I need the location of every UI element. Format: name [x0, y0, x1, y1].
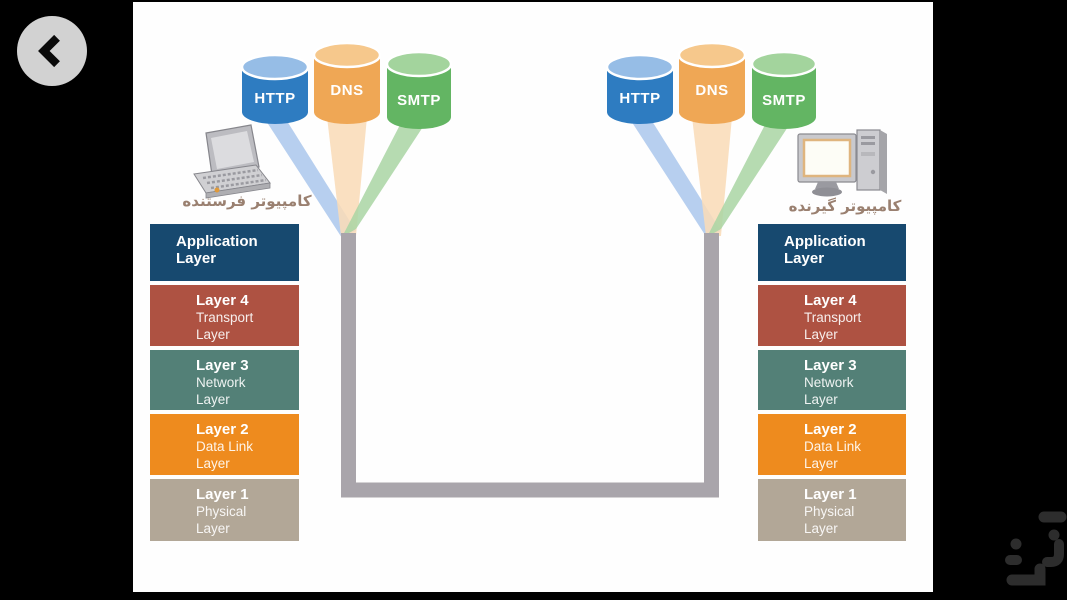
back-button[interactable]	[17, 16, 87, 86]
layer-title: Layer 4	[804, 292, 857, 309]
sender-caption: کامپیوتر فرستنده	[182, 192, 312, 210]
layer-subtitle: Physical Layer	[804, 504, 855, 536]
layer-4-transport: Layer 4 Transport Layer	[758, 285, 906, 346]
app-logo-icon	[1005, 511, 1067, 586]
layer-subtitle: Data Link Layer	[804, 439, 862, 471]
osi-stack-receiver: Application Layer Layer 4 Transport Laye…	[758, 224, 906, 545]
layer-subtitle: Transport Layer	[196, 310, 254, 342]
osi-stack-sender: Application Layer Layer 4 Transport Laye…	[150, 224, 299, 545]
layer-4-transport: Layer 4 Transport Layer	[150, 285, 299, 346]
layer-title: Layer 3	[804, 357, 857, 374]
layer-2-datalink: Layer 2 Data Link Layer	[150, 414, 299, 475]
layer-2-datalink: Layer 2 Data Link Layer	[758, 414, 906, 475]
layer-title: Layer 2	[196, 421, 249, 438]
layer-3-network: Layer 3 Network Layer	[150, 350, 299, 410]
layer-subtitle: Network Layer	[804, 375, 854, 407]
layer-application: Application Layer	[758, 224, 906, 281]
layer-title: Layer 1	[196, 486, 249, 503]
layer-title: Layer 3	[196, 357, 249, 374]
layer-title: Layer 1	[804, 486, 857, 503]
layer-title: Layer 2	[804, 421, 857, 438]
layer-title: Application Layer	[176, 233, 258, 268]
layer-application: Application Layer	[150, 224, 299, 281]
layer-subtitle: Network Layer	[196, 375, 246, 407]
layer-title: Layer 4	[196, 292, 249, 309]
layer-1-physical: Layer 1 Physical Layer	[758, 479, 906, 541]
layer-3-network: Layer 3 Network Layer	[758, 350, 906, 410]
receiver-caption: کامپیوتر گیرنده	[788, 197, 902, 215]
layer-subtitle: Transport Layer	[804, 310, 862, 342]
layer-subtitle: Physical Layer	[196, 504, 247, 536]
layer-1-physical: Layer 1 Physical Layer	[150, 479, 299, 541]
layer-title: Application Layer	[784, 233, 866, 268]
chevron-left-icon	[38, 34, 60, 68]
layer-subtitle: Data Link Layer	[196, 439, 254, 471]
